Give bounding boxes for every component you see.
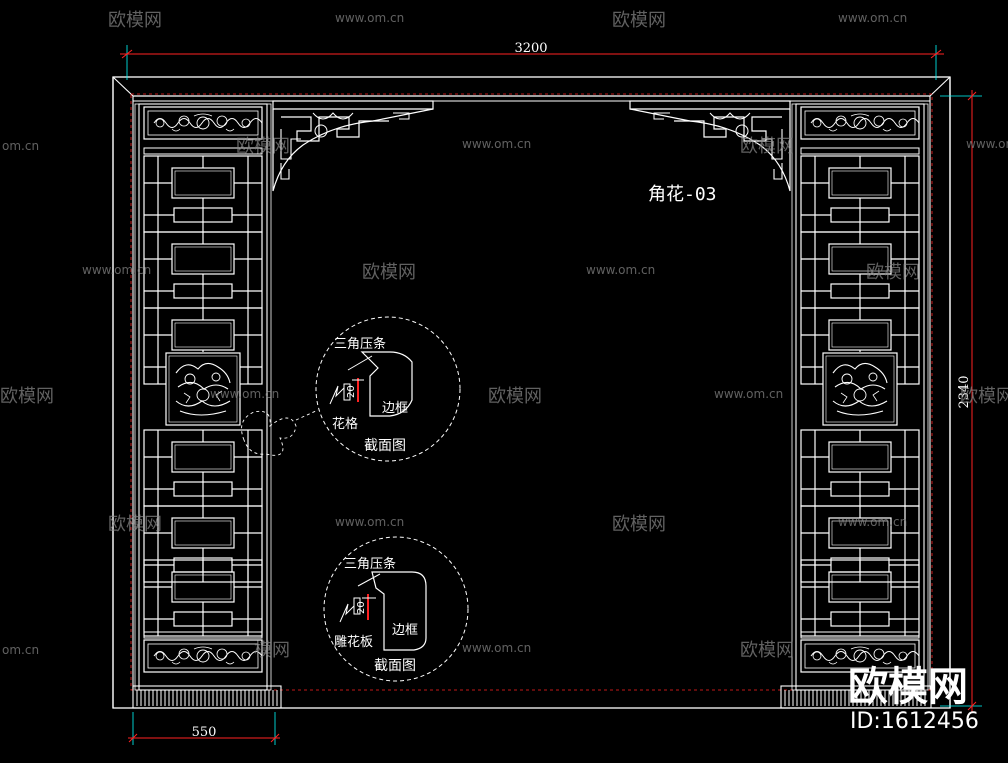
watermark-site: www.om.cn bbox=[462, 641, 531, 655]
detail-b-number: 20 bbox=[356, 601, 367, 614]
dashed-outline bbox=[130, 93, 933, 691]
watermark-brand: 欧模网 bbox=[740, 640, 794, 661]
dimension-height-label: 2340 bbox=[957, 375, 972, 408]
outer-frame bbox=[112, 76, 951, 709]
left-pillar bbox=[132, 103, 282, 709]
watermark-brand: 欧模网 bbox=[612, 514, 666, 535]
watermark-site: www.om.cn bbox=[838, 11, 907, 25]
watermark-id: ID:1612456 bbox=[850, 709, 979, 734]
detail-b-right-label: 边框 bbox=[392, 623, 418, 638]
watermark-site: www.om.cn bbox=[82, 263, 151, 277]
detail-b-section-label: 截面图 bbox=[374, 658, 416, 674]
dimension-pillar bbox=[128, 712, 280, 745]
watermark-brand: 欧模网 bbox=[0, 386, 54, 407]
watermark-brand: 欧模网 bbox=[236, 136, 290, 157]
corner-bracket-left bbox=[272, 100, 434, 192]
watermark-brand-partial: 模网 bbox=[254, 640, 290, 661]
dimension-width-label: 3200 bbox=[514, 41, 547, 56]
right-pillar bbox=[780, 103, 932, 709]
watermark-site: www.om.cn bbox=[210, 387, 279, 401]
watermark-brand: 欧模网 bbox=[362, 262, 416, 283]
watermark-site: www.om.cn bbox=[838, 515, 907, 529]
watermark-site: www.om.cn bbox=[335, 11, 404, 25]
watermark-brand: 欧模网 bbox=[488, 386, 542, 407]
watermark-site: om.cn bbox=[2, 643, 39, 657]
detail-b-top-label: 三角压条 bbox=[344, 556, 396, 572]
section-detail-a bbox=[241, 316, 461, 462]
detail-a-top-label: 三角压条 bbox=[334, 336, 386, 352]
watermark-brand: 欧模网 bbox=[740, 136, 794, 157]
detail-a-section-label: 截面图 bbox=[364, 438, 406, 454]
watermark-brand: 欧模网 bbox=[960, 386, 1008, 407]
dimension-width bbox=[120, 45, 944, 80]
watermark-site: www.om.cn bbox=[714, 387, 783, 401]
section-detail-b bbox=[323, 536, 469, 682]
detail-a-right-label: 边框 bbox=[382, 401, 408, 416]
watermark-big-brand: 欧模网 bbox=[848, 664, 968, 710]
watermark-site: www.om.cn bbox=[462, 137, 531, 151]
watermark-brand: 欧模网 bbox=[108, 514, 162, 535]
detail-a-number: 20 bbox=[346, 385, 357, 398]
corner-flower-label: 角花-03 bbox=[648, 184, 717, 205]
watermark-site: www.om.cn bbox=[586, 263, 655, 277]
dimension-height bbox=[940, 90, 982, 712]
detail-a-left-label: 花格 bbox=[332, 416, 358, 432]
dimension-pillar-label: 550 bbox=[192, 725, 217, 740]
watermark-brand: 欧模网 bbox=[866, 262, 920, 283]
watermark-brand: 欧模网 bbox=[108, 10, 162, 31]
watermark-site: www.om.cn bbox=[966, 137, 1008, 151]
watermark-site: om.cn bbox=[2, 139, 39, 153]
watermark-layer: 欧模网 www.om.cn 欧模网 www.om.cn om.cn 欧模网 ww… bbox=[0, 10, 1008, 661]
detail-b-left-label: 雕花板 bbox=[334, 634, 373, 650]
watermark-site: www.om.cn bbox=[335, 515, 404, 529]
watermark-brand: 欧模网 bbox=[612, 10, 666, 31]
